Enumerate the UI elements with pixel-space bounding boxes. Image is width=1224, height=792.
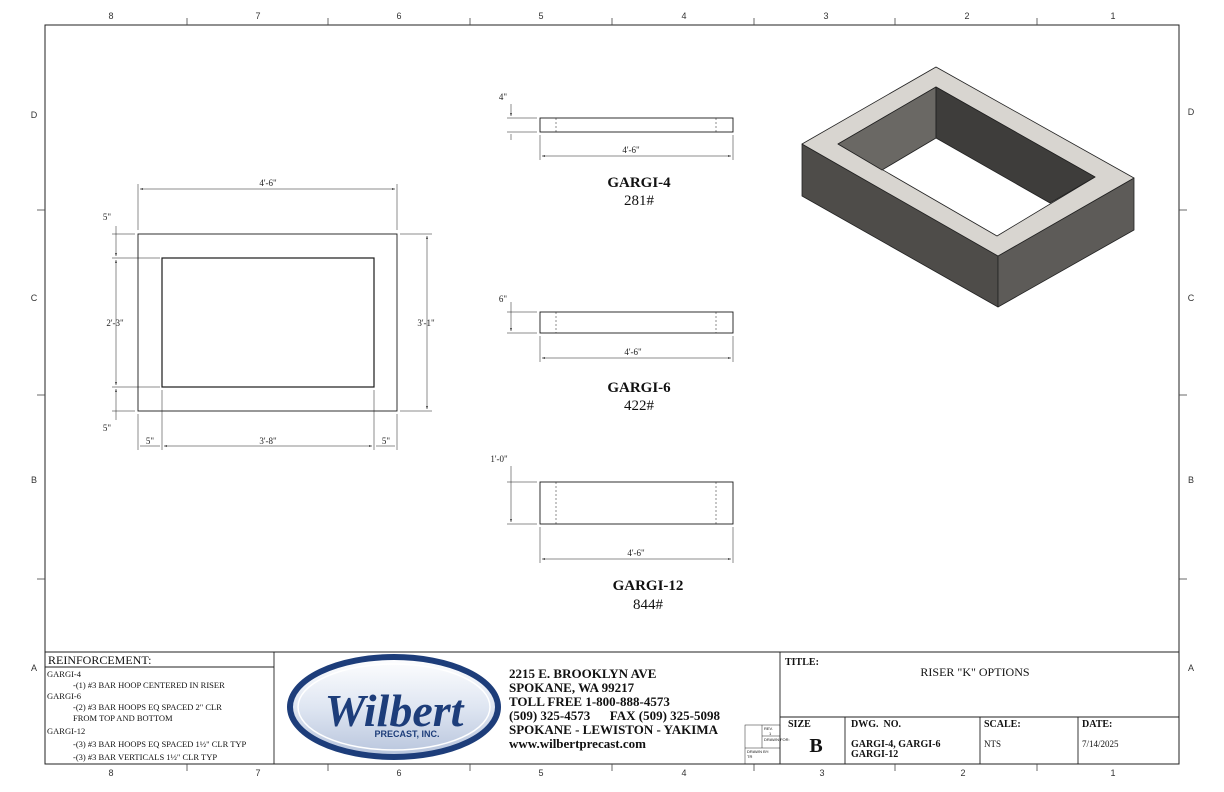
elev12-weight: 844# (633, 597, 664, 613)
zone-col: 5 (538, 11, 543, 21)
elev6-name: GARGI-6 (607, 380, 671, 396)
zone-row: C (31, 293, 38, 303)
title-value: RISER "K" OPTIONS (920, 665, 1029, 679)
zone-ticks (37, 18, 1187, 771)
size-value: B (809, 735, 822, 757)
plan-wall-bottom: 5" (103, 423, 112, 433)
reinforcement-line: GARGI-12 (47, 726, 85, 736)
elev12-height: 1'-0" (490, 454, 508, 464)
plan-overall-width: 4'-6" (259, 178, 277, 188)
plan-inner (161, 257, 375, 388)
elev12-name: GARGI-12 (613, 578, 684, 594)
date-value: 7/14/2025 (1082, 739, 1119, 749)
elev4-width: 4'-6" (622, 145, 640, 155)
dwg-label: DWG. NO. (851, 719, 902, 730)
address-line: SPOKANE, WA 99217 (509, 680, 635, 695)
scale-label: SCALE: (984, 719, 1021, 730)
elevation-gargi-6 (507, 302, 734, 362)
drawn-by-label: DRAWN BY: (747, 749, 769, 754)
plan-view (112, 184, 432, 450)
title-block-lines (45, 651, 1179, 765)
zone-row: D (1188, 107, 1195, 117)
dwg-value: GARGI-12 (851, 749, 898, 760)
zone-col: 8 (108, 11, 113, 21)
drawn-for-label: DRAWN FOR: (764, 737, 790, 742)
address-line: 2215 E. BROOKLYN AVE (509, 666, 656, 681)
plan-wall-left: 5" (146, 436, 155, 446)
elev6-height: 6" (499, 294, 508, 304)
company-logo: Wilbert PRECAST, INC. (287, 654, 501, 760)
zone-labels-top: 8 7 6 5 4 3 2 1 (108, 11, 1115, 21)
elevation-gargi-12 (507, 466, 734, 563)
reinforcement-line: -(3) #3 BAR VERTICALS 1½" CLR TYP (73, 752, 217, 762)
isometric-riser (801, 66, 1135, 308)
zone-col: 6 (396, 768, 401, 778)
zone-row: B (1188, 475, 1194, 485)
zone-col: 3 (823, 11, 828, 21)
reinforcement-line: FROM TOP AND BOTTOM (73, 713, 173, 723)
elev4-height: 4" (499, 92, 508, 102)
drawn-by-value: TR (747, 754, 752, 759)
zone-col: 1 (1110, 768, 1115, 778)
plan-inner-height: 2'-3" (106, 318, 124, 328)
zone-col: 2 (964, 11, 969, 21)
title-label: TITLE: (785, 657, 819, 668)
reinforcement-line: -(3) #3 BAR HOOPS EQ SPACED 1½" CLR TYP (73, 739, 247, 749)
plan-overall-height: 3'-1" (417, 318, 435, 328)
rev-label: REV. (764, 726, 773, 731)
plan-outer (137, 233, 398, 412)
zone-col: 7 (255, 11, 260, 21)
size-label: SIZE (788, 719, 811, 730)
zone-labels-bottom: 8 7 6 5 4 3 2 1 (108, 768, 1115, 778)
zone-labels-right: D C B A (1188, 107, 1195, 673)
logo-text: Wilbert (325, 685, 465, 736)
zone-col: 8 (108, 768, 113, 778)
elev6-width: 4'-6" (624, 347, 642, 357)
website-link[interactable]: www.wilbertprecast.com (509, 736, 646, 751)
scale-value: NTS (984, 739, 1001, 749)
plan-wall-top: 5" (103, 212, 112, 222)
zone-col: 6 (396, 11, 401, 21)
elevation-gargi-4 (507, 104, 734, 160)
reinforcement-line: -(2) #3 BAR HOOPS EQ SPACED 2" CLR (73, 702, 222, 712)
elev4-weight: 281# (624, 193, 655, 209)
dwg-value: GARGI-4, GARGI-6 (851, 739, 940, 750)
zone-row: A (31, 663, 37, 673)
reinforcement-line: GARGI-4 (47, 669, 82, 679)
zone-col: 4 (681, 768, 686, 778)
zone-labels-left: D C B A (31, 110, 38, 673)
zone-col: 7 (255, 768, 260, 778)
address-line: SPOKANE - LEWISTON - YAKIMA (509, 722, 719, 737)
logo-subtext: PRECAST, INC. (374, 729, 439, 739)
zone-col: 4 (681, 11, 686, 21)
elev12-width: 4'-6" (627, 548, 645, 558)
reinforcement-line: GARGI-6 (47, 691, 81, 701)
plan-wall-right: 5" (382, 436, 391, 446)
zone-col: 2 (960, 768, 965, 778)
elev4-name: GARGI-4 (607, 175, 671, 191)
address-line: TOLL FREE 1-800-888-4573 (509, 694, 670, 709)
zone-row: B (31, 475, 37, 485)
reinforcement-line: -(1) #3 BAR HOOP CENTERED IN RISER (73, 680, 225, 690)
zone-row: C (1188, 293, 1195, 303)
elev6-weight: 422# (624, 398, 655, 414)
zone-col: 3 (819, 768, 824, 778)
address-line: (509) 325-4573 FAX (509) 325-5098 (509, 708, 720, 723)
zone-row: D (31, 110, 38, 120)
reinforcement-heading: REINFORCEMENT: (48, 653, 151, 667)
zone-col: 1 (1110, 11, 1115, 21)
plan-inner-width: 3'-8" (259, 436, 277, 446)
zone-row: A (1188, 663, 1194, 673)
rev-value: 1 (769, 731, 772, 736)
date-label: DATE: (1082, 719, 1112, 730)
zone-col: 5 (538, 768, 543, 778)
